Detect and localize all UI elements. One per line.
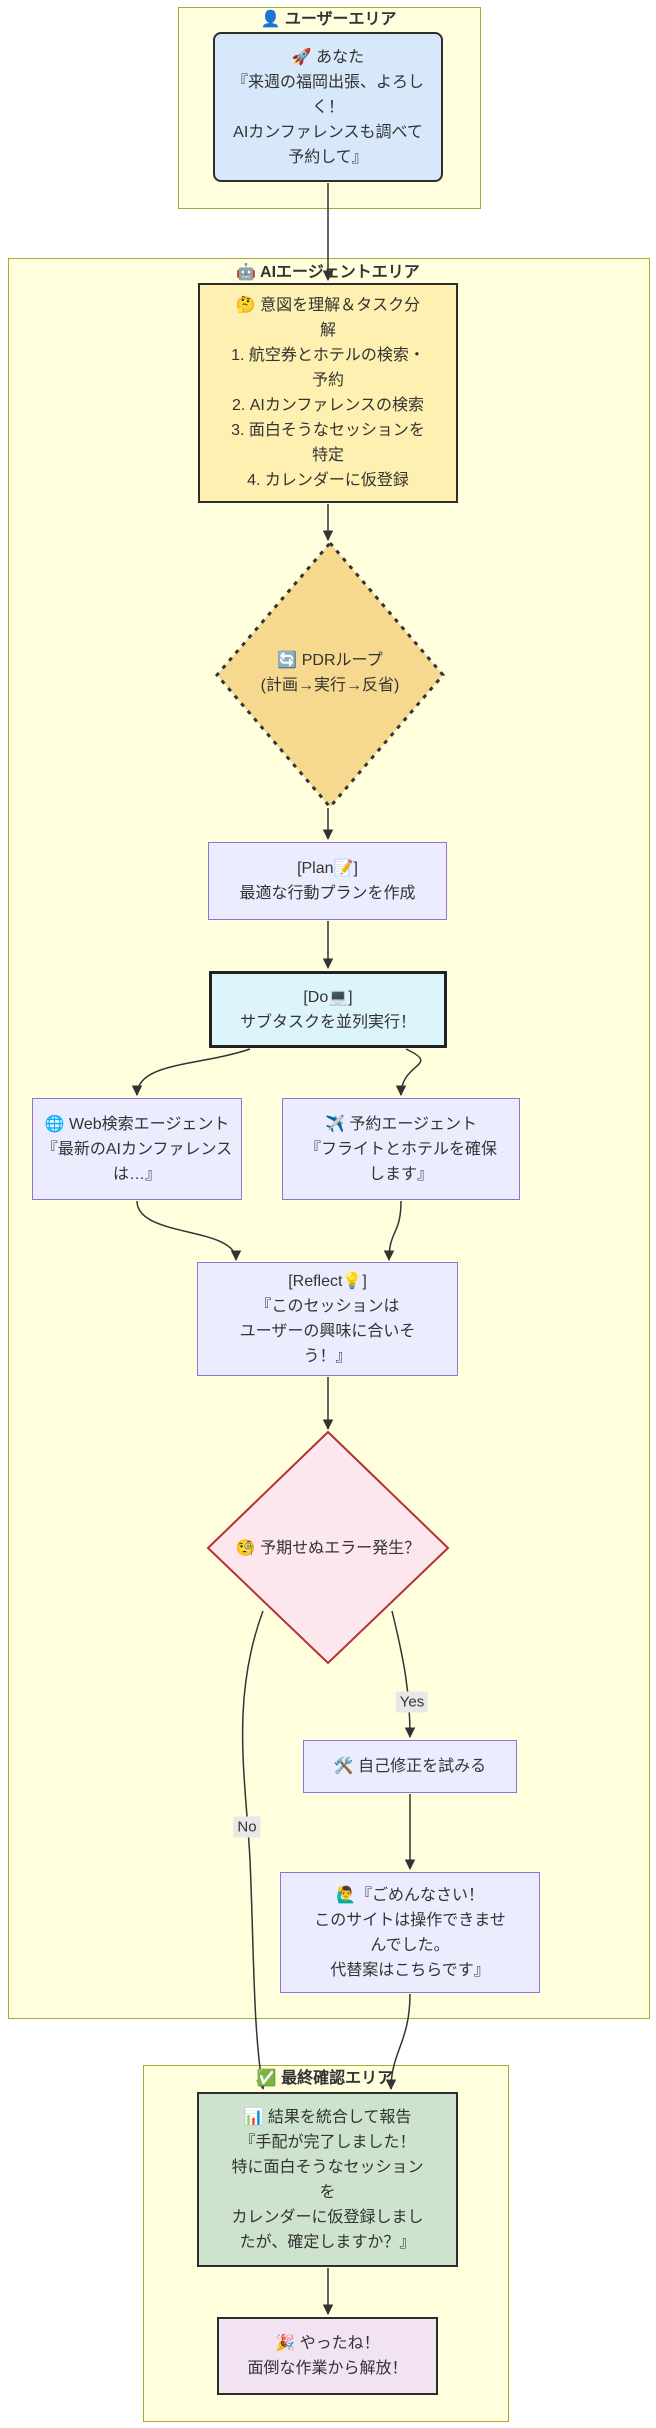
edge-error-no-to-report: [241, 1610, 267, 2091]
node-celebration-label: 🎉 やったね！ 面倒な作業から解放！: [247, 2335, 408, 2377]
node-user-request: 🚀 あなた 『来週の福岡出張、よろし く！ AIカンファレンスも調べて 予約して…: [213, 32, 443, 182]
edge-label-no: No: [233, 1816, 261, 1838]
edge-error-yes-to-self-fix: [391, 1610, 416, 1739]
node-do: [Do💻] サブタスクを並列実行！: [209, 971, 447, 1048]
pdr-loop-diamond-shape: [215, 540, 445, 810]
node-reflect-label: [Reflect💡] 『このセッションは ユーザーの興味に合いそ う！』: [239, 1273, 416, 1365]
node-final-report-label: 📊 結果を統合して報告 『手配が完了しました！ 特に面白そうなセッション を カ…: [231, 2108, 424, 2251]
node-booking-agent: ✈️ 予約エージェント 『フライトとホテルを確保 します』: [282, 1098, 520, 1200]
node-user-request-label: 🚀 あなた 『来週の福岡出張、よろし く！ AIカンファレンスも調べて 予約して…: [231, 48, 424, 166]
edge-do-to-web-search: [131, 1048, 251, 1097]
node-apology-label: 🙋‍♂️『ごめんなさい！ このサイトは操作できませ んでした。 代替案はこちらで…: [314, 1886, 506, 1979]
node-task-breakdown: 🤔 意図を理解＆タスク分 解 1. 航空券とホテルの検索・ 予約 2. AIカン…: [198, 283, 458, 503]
node-apology: 🙋‍♂️『ごめんなさい！ このサイトは操作できませ んでした。 代替案はこちらで…: [280, 1872, 540, 1993]
node-booking-agent-label: ✈️ 予約エージェント 『フライトとホテルを確保 します』: [304, 1115, 497, 1183]
node-self-correction: 🛠️ 自己修正を試みる: [303, 1740, 517, 1793]
edge-booking-to-reflect: [383, 1200, 402, 1262]
node-final-report: 📊 結果を統合して報告 『手配が完了しました！ 特に面白そうなセッション を カ…: [197, 2092, 458, 2267]
node-web-search-agent-label: 🌐 Web検索エージェント 『最新のAIカンファレンス は…』: [41, 1115, 233, 1183]
node-reflect: [Reflect💡] 『このセッションは ユーザーの興味に合いそ う！』: [197, 1262, 458, 1376]
node-web-search-agent: 🌐 Web検索エージェント 『最新のAIカンファレンス は…』: [32, 1098, 242, 1200]
edge-label-yes: Yes: [395, 1691, 429, 1713]
edge-do-to-booking: [395, 1048, 422, 1097]
node-task-breakdown-label: 🤔 意図を理解＆タスク分 解 1. 航空券とホテルの検索・ 予約 2. AIカン…: [231, 297, 425, 489]
edge-web-search-to-reflect: [136, 1200, 242, 1262]
node-celebration: 🎉 やったね！ 面倒な作業から解放！: [217, 2317, 438, 2395]
node-self-correction-label: 🛠️ 自己修正を試みる: [333, 1758, 487, 1775]
node-do-label: [Do💻] サブタスクを並列実行！: [239, 988, 416, 1031]
node-plan-label: [Plan📝] 最適な行動プランを作成: [239, 860, 416, 902]
node-plan: [Plan📝] 最適な行動プランを作成: [208, 842, 447, 920]
edge-apology-to-report: [385, 1993, 411, 2091]
error-decision-diamond-shape: [206, 1430, 450, 1665]
